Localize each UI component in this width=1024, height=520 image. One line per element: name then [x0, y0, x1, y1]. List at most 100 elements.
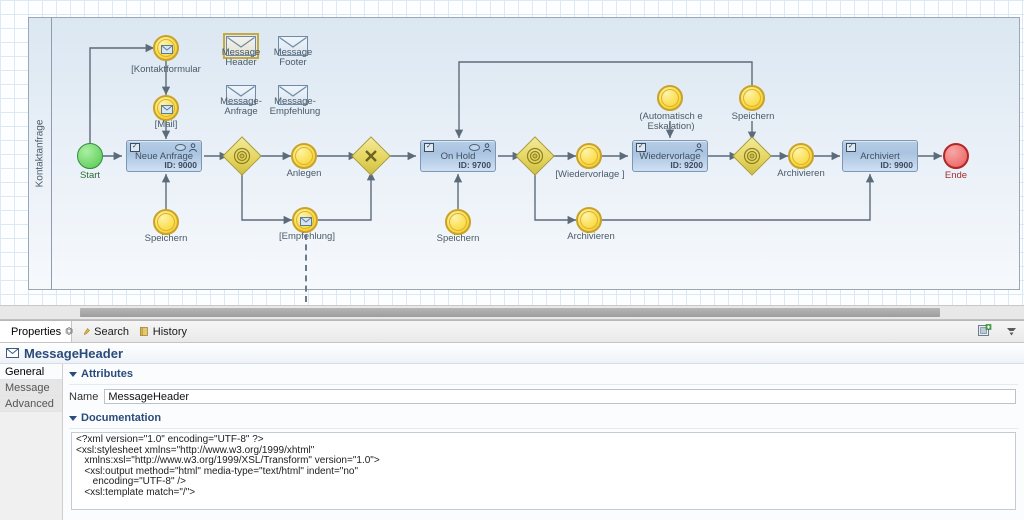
gateway-exclusive[interactable] — [351, 136, 391, 176]
gateway-x-icon — [365, 150, 377, 162]
gateway-marker-icon — [743, 147, 761, 165]
section-documentation-title: Documentation — [81, 412, 162, 424]
user-icon — [189, 143, 197, 153]
side-tab-advanced[interactable]: Advanced — [0, 396, 62, 412]
event-ende[interactable] — [943, 143, 969, 169]
view-tabbar: Properties ⏣ Search History — [0, 321, 1024, 343]
gateway-inclusive-1[interactable] — [222, 136, 262, 176]
pool-label: Kontaktanfrage — [29, 18, 52, 289]
side-tab-message[interactable]: Message — [0, 380, 62, 396]
documentation-textarea[interactable]: <?xml version="1.0" encoding="UTF-8" ?> … — [71, 432, 1016, 510]
section-documentation[interactable]: Documentation — [63, 408, 1024, 426]
tab-properties-label: Properties — [11, 325, 62, 338]
label-line-1: Message — [221, 47, 261, 58]
task-id: ID: 9000 — [164, 160, 197, 170]
task-name: On Hold — [440, 151, 476, 162]
artifact-message-header-label: Message Header — [214, 48, 268, 68]
event-automatische-eskalation[interactable] — [657, 85, 683, 111]
name-label: Name — [69, 390, 99, 403]
label-line-2: Empfehlung — [269, 106, 321, 117]
visibility-icon — [469, 144, 480, 151]
event-speichern-1[interactable] — [153, 209, 179, 235]
envelope-fold-icon — [161, 45, 173, 51]
artifact-message-empfehlung-label: Message- Empfehlung — [258, 97, 332, 117]
canvas-horizontal-scrollbar[interactable] — [0, 305, 1024, 320]
properties-view: Properties ⏣ Search History — [0, 320, 1024, 520]
event-kontaktformular[interactable] — [153, 35, 179, 61]
event-wiedervorlage[interactable] — [576, 143, 602, 169]
task-id: ID: 9900 — [880, 160, 913, 170]
event-speichern-2[interactable] — [445, 209, 471, 235]
event-speichern-1-label: Speichern — [144, 233, 188, 244]
tab-search[interactable]: Search — [76, 321, 136, 342]
section-attributes-title: Attributes — [81, 368, 133, 380]
tab-close-icon[interactable]: ⏣ — [65, 326, 73, 336]
tab-history[interactable]: History — [132, 321, 194, 342]
event-speichern-3-label: Speichern — [731, 111, 775, 122]
label-line-1: Message — [273, 47, 313, 58]
pool-label-text: Kontaktanfrage — [34, 119, 46, 188]
search-icon — [83, 328, 90, 335]
task-id: ID: 9200 — [670, 160, 703, 170]
gateway-marker-icon — [526, 147, 544, 165]
task-wiedervorlage[interactable]: Wiedervorlage ID: 9200 — [632, 140, 708, 172]
envelope-fold-icon — [279, 86, 307, 97]
properties-body: General Message Advanced Attributes Name… — [0, 364, 1024, 520]
artifact-message-empfehlung[interactable] — [278, 85, 308, 105]
view-toolbar — [978, 324, 1018, 338]
task-on-hold[interactable]: On Hold ID: 9700 — [420, 140, 496, 172]
event-mail[interactable] — [153, 95, 179, 121]
event-kontaktformular-label: [Kontaktformular — [131, 64, 201, 75]
section-attributes[interactable]: Attributes — [63, 364, 1024, 382]
bpmn-canvas[interactable]: Kontaktanfrage — [0, 0, 1024, 305]
user-icon — [695, 143, 703, 153]
side-tab-general[interactable]: General — [0, 364, 62, 380]
artifact-message-header[interactable] — [223, 33, 259, 59]
view-menu-icon[interactable] — [1005, 325, 1018, 338]
documentation-text: <?xml version="1.0" encoding="UTF-8" ?> … — [76, 434, 380, 498]
task-id: ID: 9700 — [458, 160, 491, 170]
artifact-message-anfrage[interactable] — [226, 85, 256, 105]
gateway-inclusive-2[interactable] — [515, 136, 555, 176]
envelope-fold-icon — [227, 37, 255, 48]
label-line-1: Message- — [274, 96, 316, 107]
event-empfehlung[interactable] — [292, 207, 318, 233]
task-neue-anfrage[interactable]: Neue Anfrage ID: 9000 — [126, 140, 202, 172]
event-start[interactable] — [77, 143, 103, 169]
field-name-row: Name — [63, 385, 1024, 408]
tab-history-label: History — [152, 325, 187, 338]
page-title: MessageHeader — [24, 345, 123, 361]
task-archiviert[interactable]: Archiviert ID: 9900 — [842, 140, 918, 172]
properties-side-tabs: General Message Advanced — [0, 364, 63, 520]
tab-search-label: Search — [94, 325, 129, 338]
event-archivieren-1-label: Archivieren — [567, 231, 615, 242]
visibility-icon — [175, 144, 186, 151]
label-line-2: Footer — [279, 57, 307, 68]
label-line-2: Header — [225, 57, 257, 68]
event-archivieren-2-label: Archivieren — [777, 168, 825, 179]
task-type-icon — [424, 142, 434, 152]
task-name: Neue Anfrage — [134, 151, 194, 162]
name-input[interactable] — [104, 389, 1016, 404]
artifact-message-footer[interactable] — [278, 36, 308, 56]
scrollbar-thumb[interactable] — [80, 308, 940, 317]
tab-properties[interactable]: Properties ⏣ — [0, 321, 73, 342]
event-anlegen[interactable] — [291, 143, 317, 169]
task-type-icon — [846, 142, 856, 152]
new-view-icon[interactable] — [978, 324, 992, 338]
event-speichern-3[interactable] — [739, 85, 765, 111]
event-start-label: Start — [79, 170, 101, 181]
envelope-fold-icon — [300, 217, 312, 223]
chevron-down-icon[interactable] — [69, 415, 77, 421]
label-line-2: Anfrage — [224, 106, 258, 117]
task-name: Archiviert — [860, 151, 900, 162]
task-name: Wiedervorlage — [639, 151, 701, 162]
event-archivieren-2[interactable] — [788, 143, 814, 169]
divider — [69, 428, 1018, 429]
gateway-inclusive-3[interactable] — [732, 136, 772, 176]
chevron-down-icon[interactable] — [69, 371, 77, 377]
envelope-fold-icon — [161, 105, 173, 111]
event-empfehlung-label: [Empfehlung] — [279, 231, 335, 242]
event-archivieren-1[interactable] — [576, 207, 602, 233]
event-ende-label: Ende — [944, 170, 968, 181]
